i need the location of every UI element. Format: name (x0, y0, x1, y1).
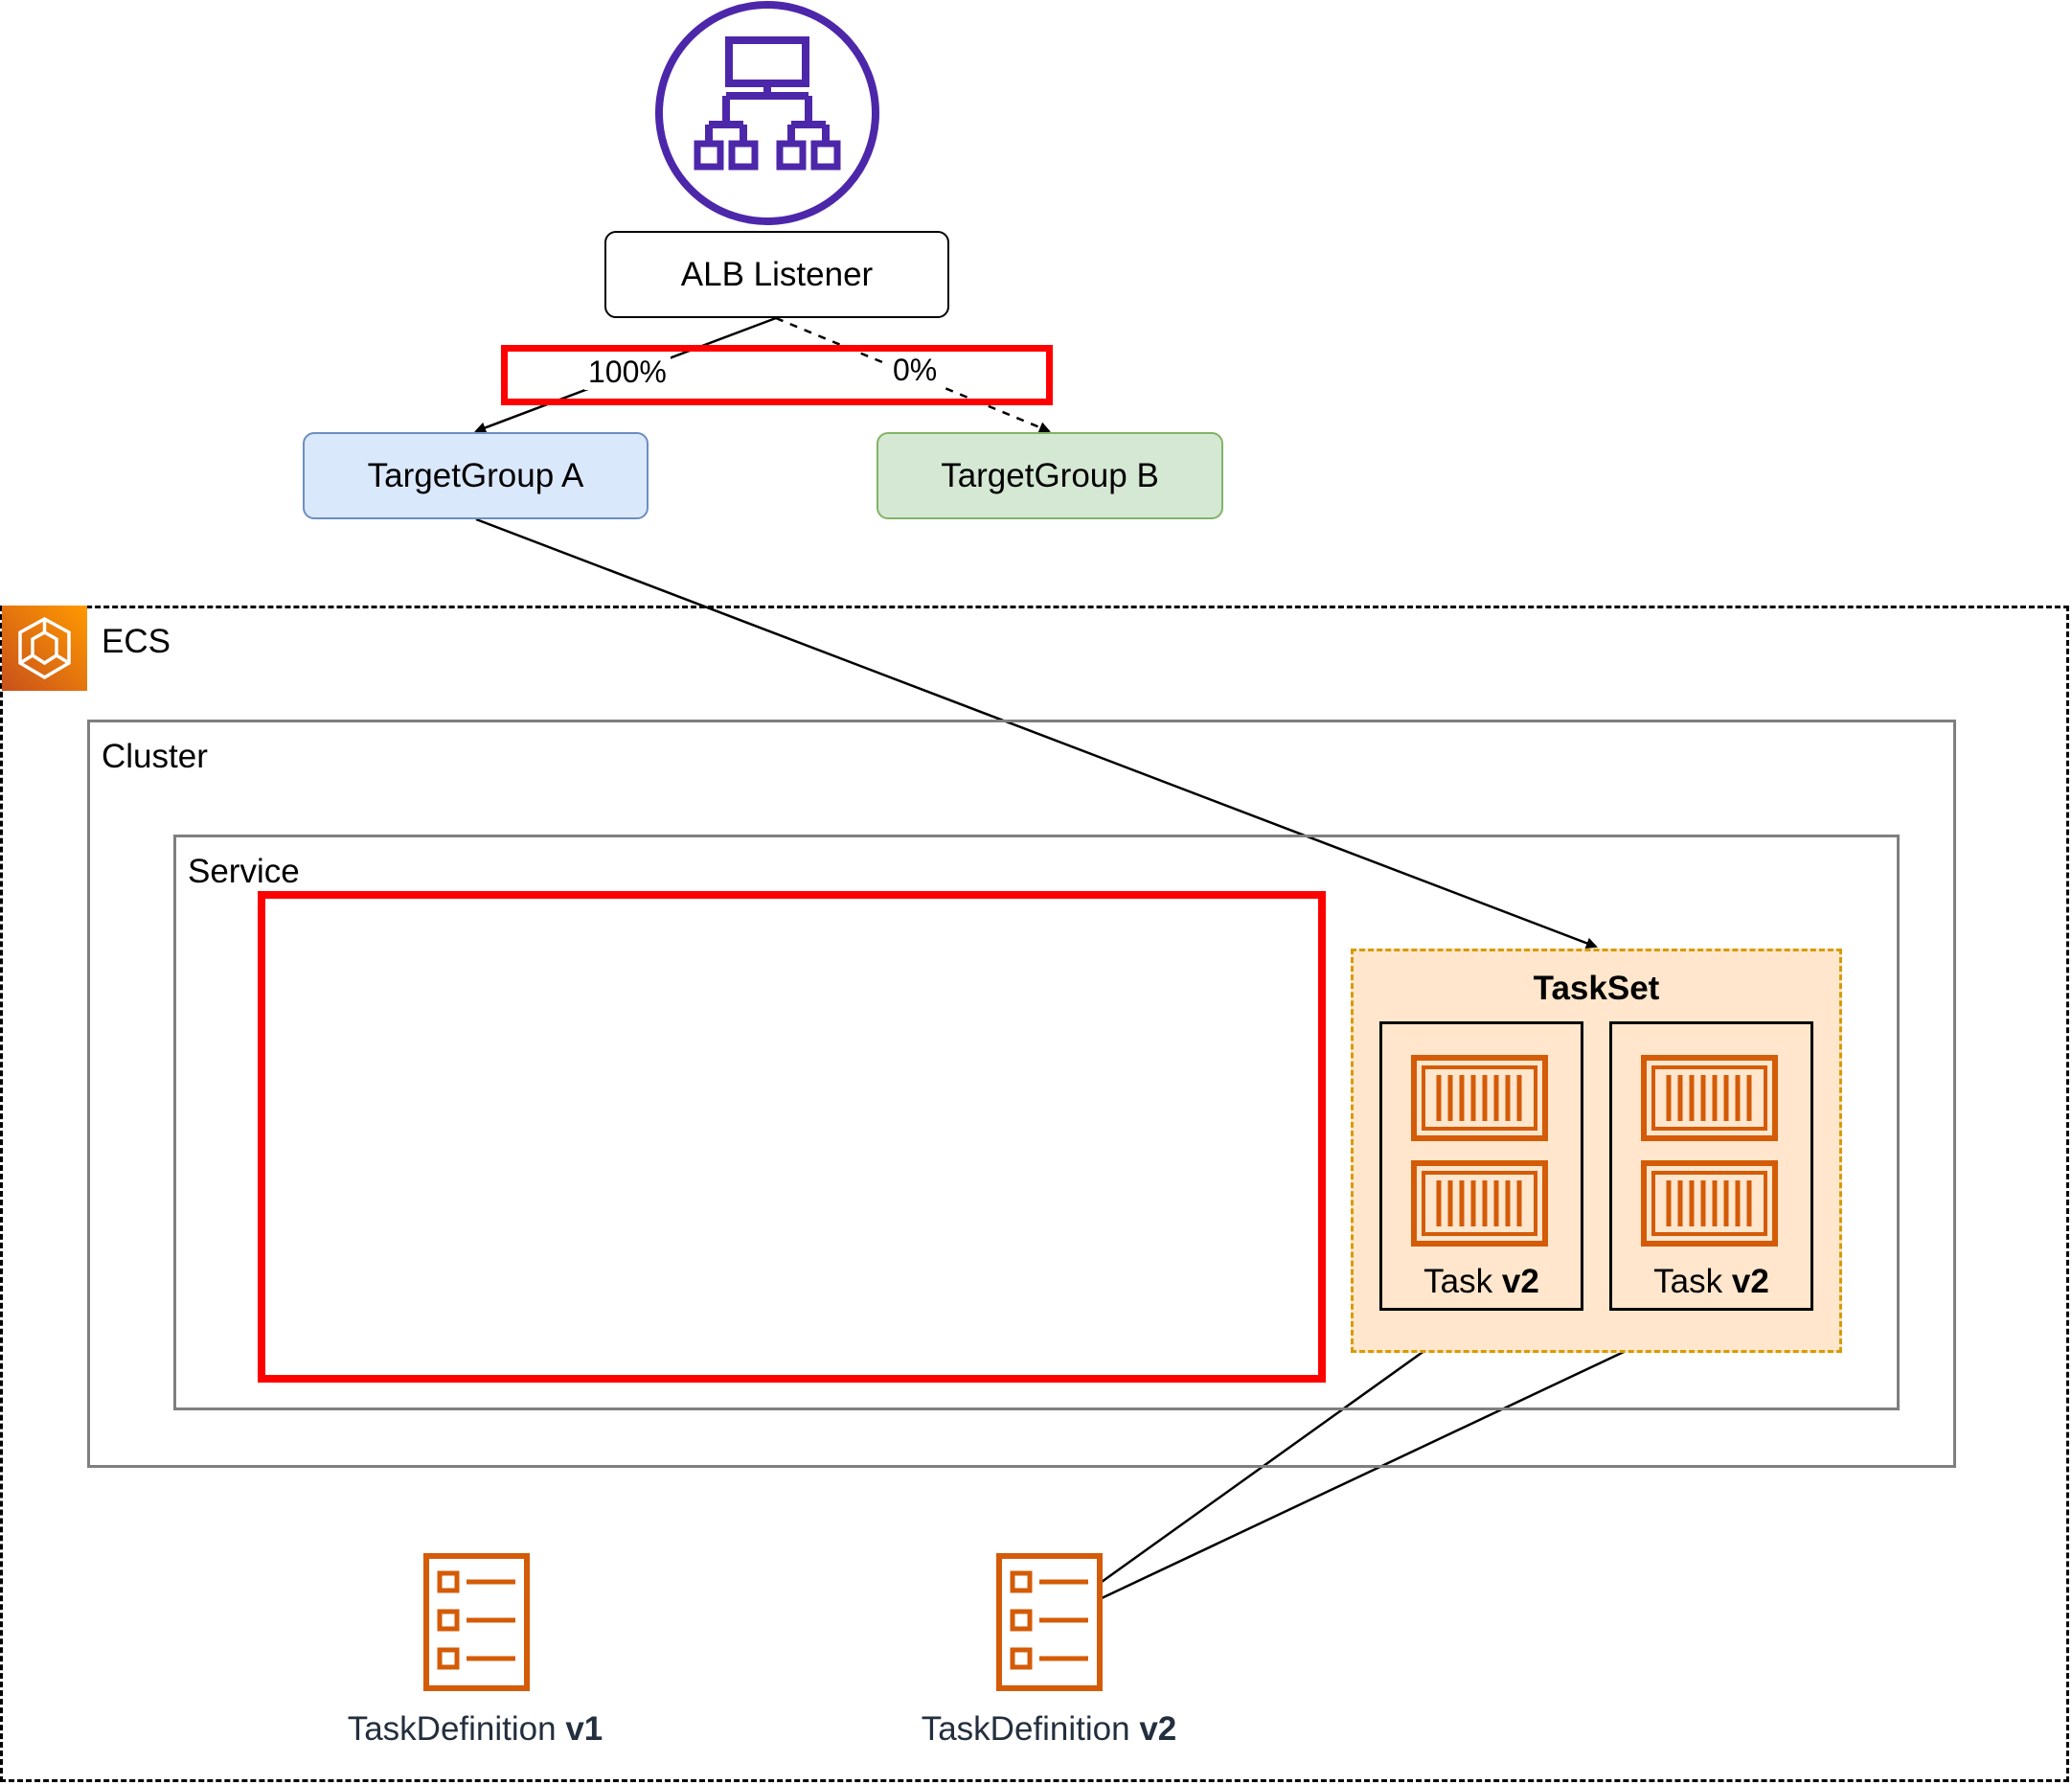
taskdef-v1-label: TaskDefinition v1 (284, 1710, 667, 1749)
task-2-box[interactable] (1609, 1021, 1813, 1311)
taskdef-v1-label-prefix: TaskDefinition (347, 1710, 566, 1748)
taskdef-v2-version: v2 (1139, 1710, 1177, 1748)
task-definition-icon[interactable] (996, 1553, 1103, 1691)
task-definition-icon[interactable] (423, 1553, 530, 1691)
taskset-group[interactable] (1351, 949, 1842, 1353)
task-2-label: Task v2 (1609, 1263, 1813, 1301)
taskset-label: TaskSet (1533, 970, 1660, 1007)
taskdef-v2-label: TaskDefinition v2 (857, 1710, 1241, 1749)
targetgroup-a-label: TargetGroup A (367, 456, 584, 494)
task-2-label-prefix: Task (1653, 1263, 1732, 1300)
service-group (173, 835, 1900, 1410)
taskdef-v1-version: v1 (565, 1710, 603, 1748)
ecs-group (0, 606, 2069, 1782)
task-1-box[interactable] (1379, 1021, 1583, 1311)
empty-region-highlight-box (258, 891, 1326, 1383)
task-1-label: Task v2 (1379, 1263, 1583, 1301)
container-icon (1410, 1054, 1549, 1142)
alb-listener-label: ALB Listener (680, 255, 874, 293)
targetgroup-a-node[interactable]: TargetGroup A (303, 432, 649, 519)
weights-highlight-box (501, 345, 1053, 405)
taskdef-v2-label-prefix: TaskDefinition (921, 1710, 1140, 1748)
task-1-label-prefix: Task (1423, 1263, 1502, 1300)
service-label: Service (188, 853, 300, 890)
targetgroup-b-label: TargetGroup B (941, 456, 1159, 494)
container-icon (1410, 1159, 1549, 1247)
cluster-label: Cluster (102, 738, 208, 775)
application-load-balancer-icon (654, 0, 880, 226)
elastic-container-service-icon (2, 606, 87, 691)
task-2-version: v2 (1731, 1263, 1769, 1300)
container-icon (1640, 1054, 1779, 1142)
alb-listener-node[interactable]: ALB Listener (604, 231, 949, 318)
cluster-group (87, 720, 1956, 1468)
targetgroup-b-node[interactable]: TargetGroup B (877, 432, 1223, 519)
ecs-label: ECS (102, 623, 171, 660)
targetgroup-b-weight-label: 0% (889, 353, 942, 388)
targetgroup-a-weight-label: 100% (584, 355, 671, 390)
container-icon (1640, 1159, 1779, 1247)
task-1-version: v2 (1501, 1263, 1539, 1300)
